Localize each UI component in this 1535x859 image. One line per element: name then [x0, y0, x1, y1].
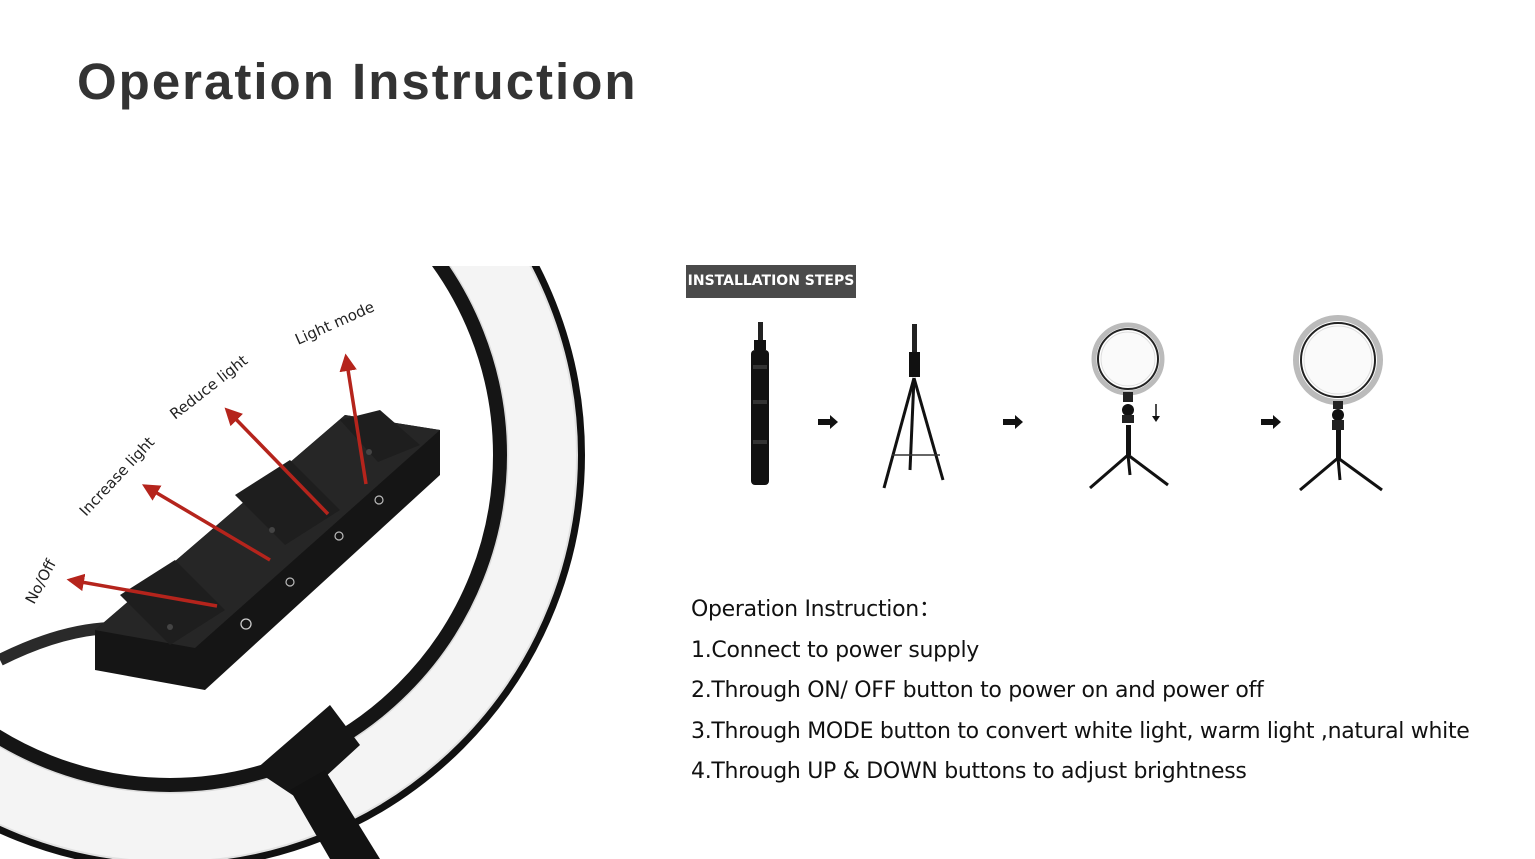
instruction-step: 2.Through ON/ OFF button to power on and…	[691, 678, 1264, 703]
arrow-icon	[818, 415, 838, 429]
page-title: Operation Instruction	[77, 53, 638, 110]
label-reduce: Reduce light	[166, 351, 251, 423]
increase-button-icon	[285, 577, 295, 587]
instruction-step: 4.Through UP & DOWN buttons to adjust br…	[691, 759, 1247, 784]
step-assembled-ring-light	[1293, 315, 1383, 492]
arrow-icon	[1261, 415, 1281, 429]
step-folded-tripod	[751, 322, 769, 485]
label-on-off: No/Off	[22, 556, 61, 607]
stand-mount	[255, 705, 360, 800]
label-mode: Light mode	[292, 298, 377, 349]
ring-diffuser	[0, 266, 577, 859]
arrow-reduce	[224, 407, 330, 516]
step-open-tripod	[882, 324, 945, 489]
reduce-button-icon	[334, 531, 344, 541]
installation-steps-illustration	[751, 315, 1383, 492]
instruction-step: 3.Through MODE button to convert white l…	[691, 718, 1470, 744]
mode-button-icon	[374, 495, 384, 505]
instructions-heading: Operation Instruction：	[691, 597, 941, 622]
label-increase: Increase light	[76, 433, 158, 520]
arrow-increase	[141, 484, 271, 562]
step-attach-ring-light	[1089, 322, 1169, 490]
ring-light-illustration: No/Off Increase light Reduce light Light…	[0, 266, 585, 859]
arrow-icon	[1003, 415, 1023, 429]
arrow-on-off	[66, 573, 218, 608]
power-button-icon	[240, 618, 252, 630]
power-cable	[0, 622, 111, 666]
installation-steps-badge: INSTALLATION STEPS	[686, 265, 856, 298]
instruction-step: 1.Connect to power supply	[691, 637, 979, 663]
arrow-mode	[339, 353, 368, 485]
operation-instructions: Operation Instruction： 1.Connect to powe…	[691, 590, 1521, 793]
stand-pole	[290, 770, 380, 859]
